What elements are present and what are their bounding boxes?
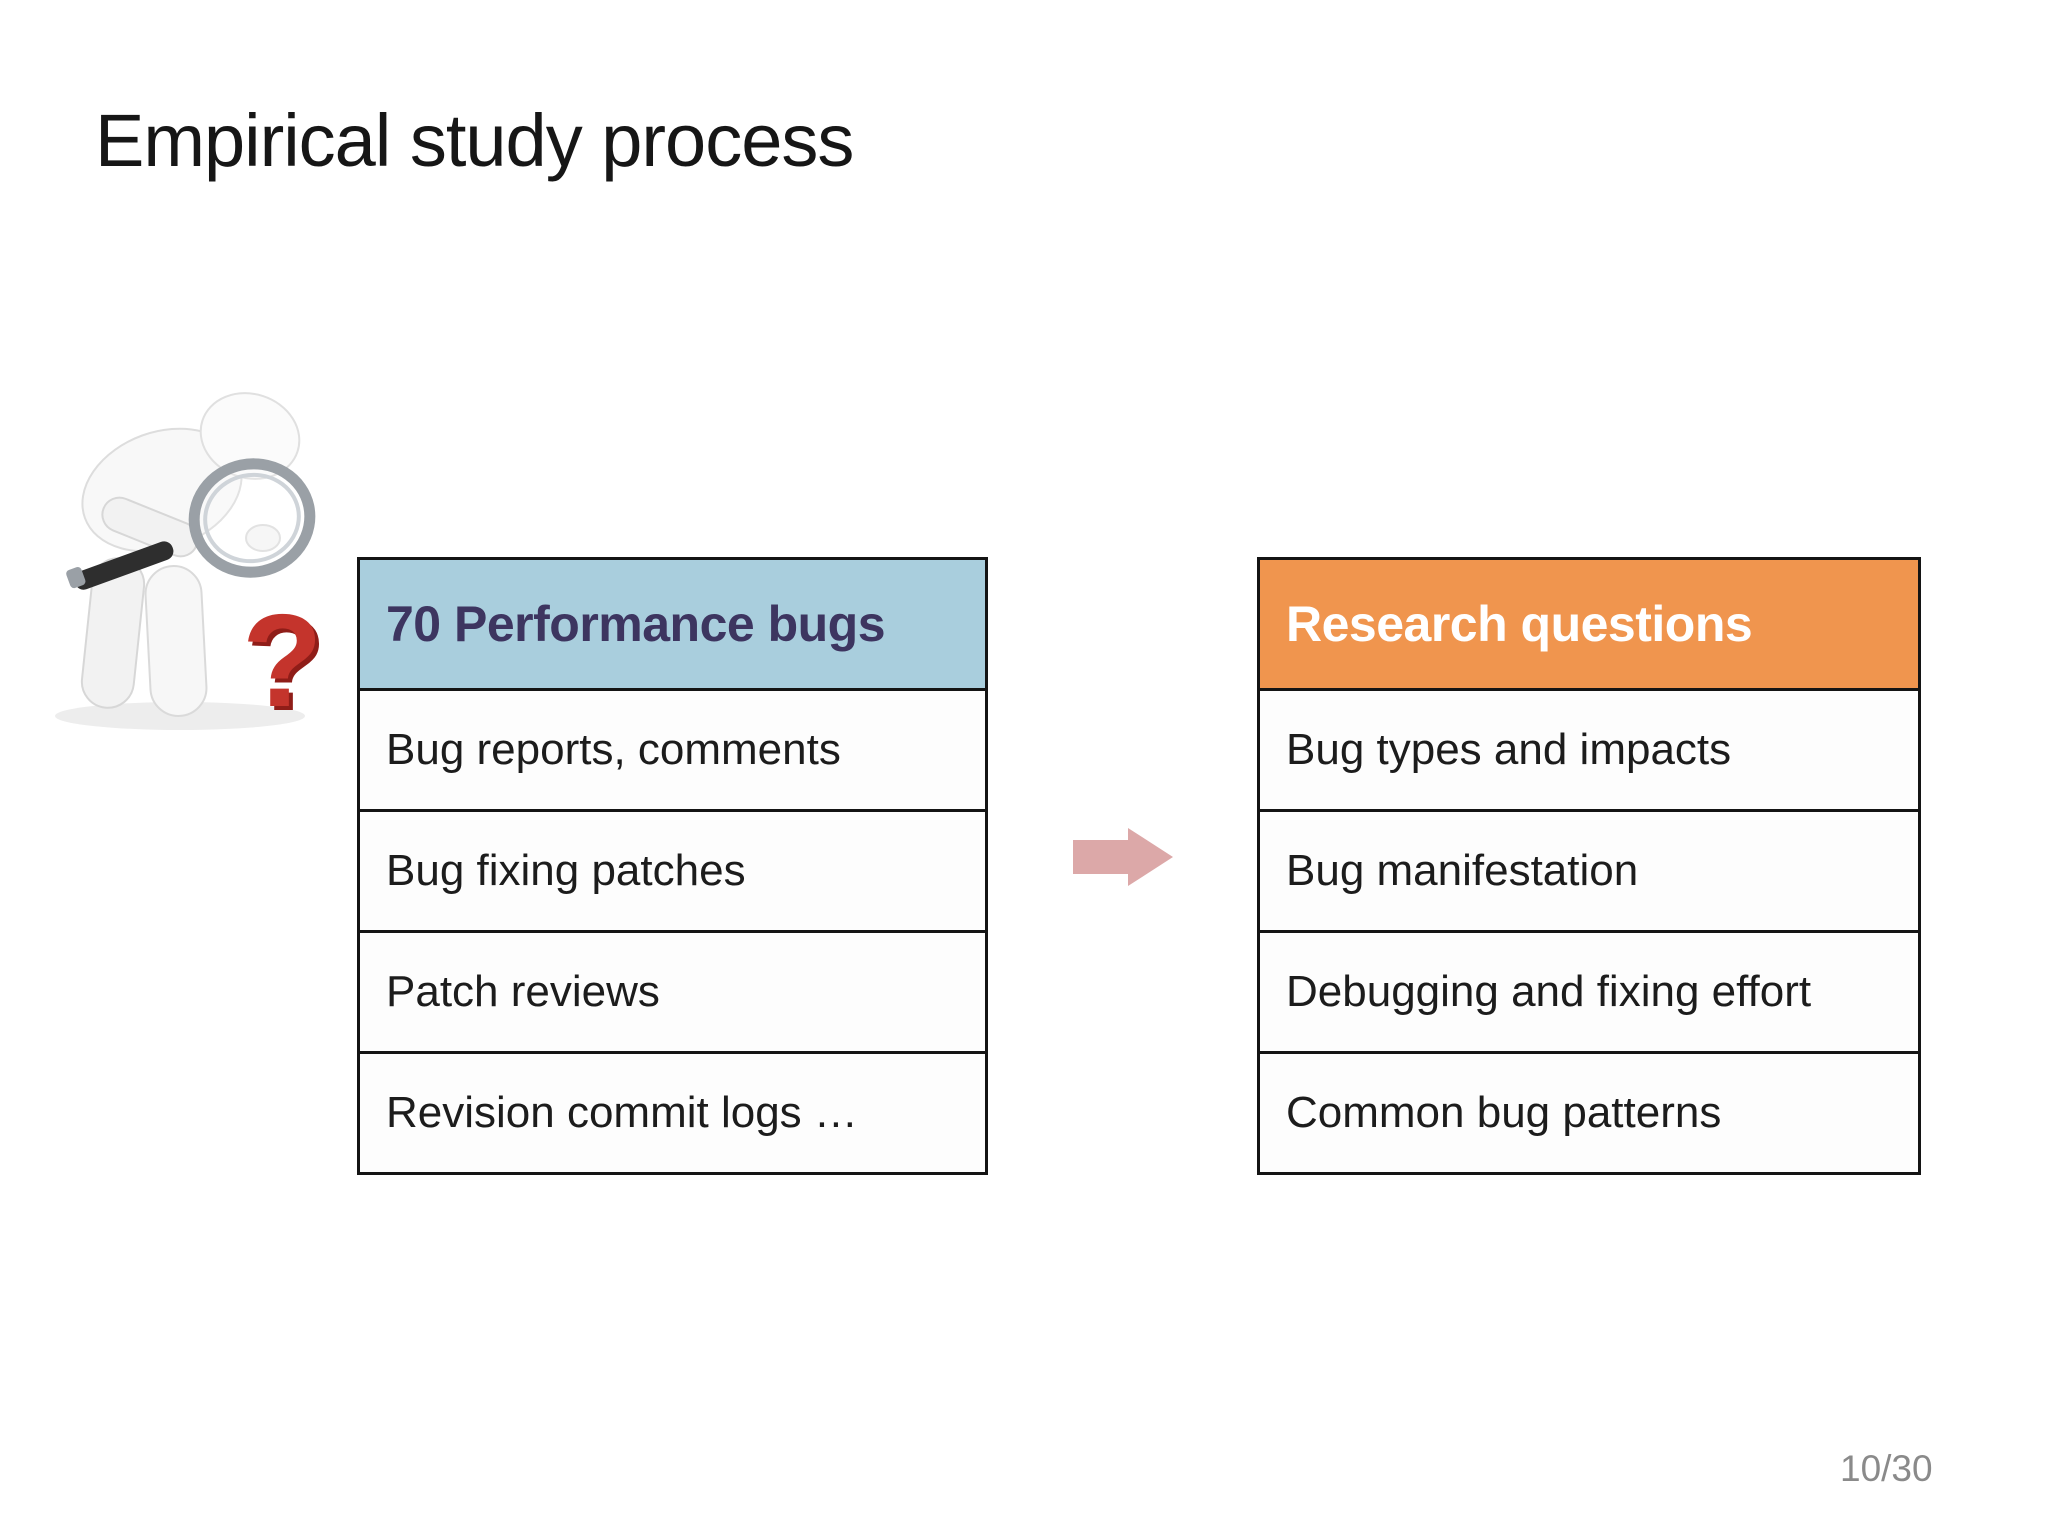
table-row: Debugging and fixing effort xyxy=(1260,930,1918,1051)
svg-text:?: ? xyxy=(242,587,323,734)
table-row: Bug manifestation xyxy=(1260,809,1918,930)
person-with-magnifier-illustration: ? ? xyxy=(30,378,360,738)
performance-bugs-table: 70 Performance bugs Bug reports, comment… xyxy=(357,557,988,1175)
table-row: Patch reviews xyxy=(360,930,985,1051)
question-mark-icon: ? ? xyxy=(242,587,327,738)
table-row: Common bug patterns xyxy=(1260,1051,1918,1172)
svg-text:?: ? xyxy=(246,591,327,738)
magnifying-glass-icon xyxy=(66,458,316,590)
table-row: Revision commit logs … xyxy=(360,1051,985,1172)
figure-person xyxy=(80,392,301,717)
right-arrow-graphic xyxy=(1073,828,1173,886)
table-row: Bug fixing patches xyxy=(360,809,985,930)
page-title: Empirical study process xyxy=(95,99,854,182)
performance-bugs-header: 70 Performance bugs xyxy=(360,560,985,688)
person-with-magnifier-graphic: ? ? xyxy=(55,392,327,738)
flow-arrow-icon xyxy=(1073,828,1173,890)
table-row: Bug types and impacts xyxy=(1260,688,1918,809)
table-row: Bug reports, comments xyxy=(360,688,985,809)
page-number: 10/30 xyxy=(1840,1448,1933,1489)
research-questions-header: Research questions xyxy=(1260,560,1918,688)
research-questions-table: Research questions Bug types and impacts… xyxy=(1257,557,1921,1175)
